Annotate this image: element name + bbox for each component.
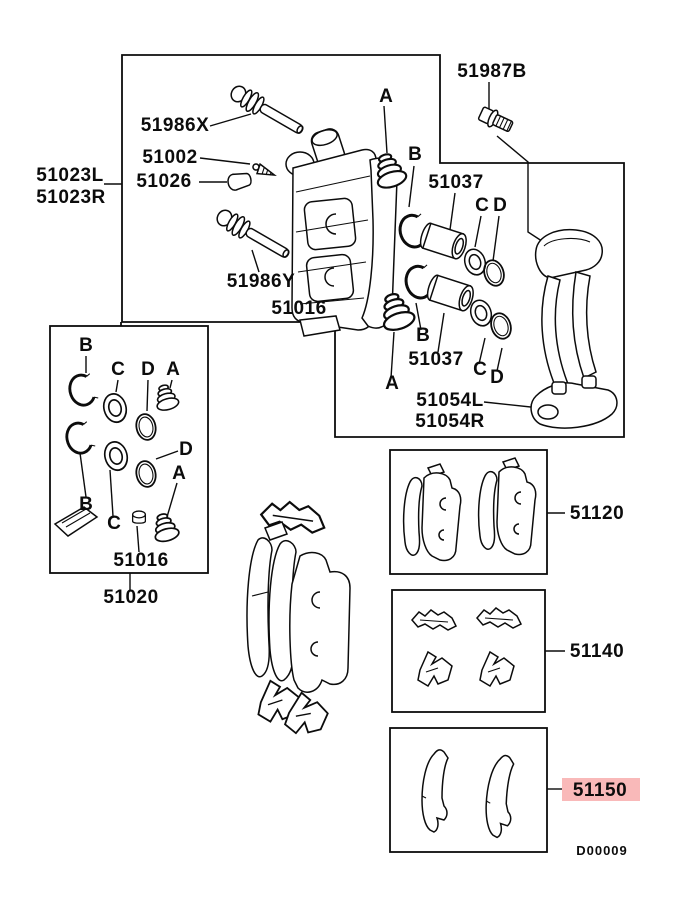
bracket-bolt-drawing [477,106,514,133]
piston-bottom-drawing [426,274,474,312]
grease-packet-drawing [53,506,99,537]
kit-ref-letter-b2: B [79,494,93,515]
kit-ref-letter-d1: D [141,359,155,380]
guide-pin-upper-drawing [226,80,309,141]
pad-stack-drawing [246,499,351,739]
label-hardware-kit[interactable]: 51140 [570,641,624,662]
label-caliper-left[interactable]: 51023L [36,165,103,186]
seal-kit-contents-drawing [53,370,182,545]
drawing-code: D00009 [576,843,628,858]
seal-kit-box [49,325,209,574]
label-bleeder-cap[interactable]: 51026 [136,171,191,192]
label-bracket-bolt[interactable]: 51987B [457,61,527,82]
label-seal-kit-cap[interactable]: 51016 [113,550,168,571]
seal-kit-cap-drawing [131,510,147,524]
bleeder-screw-drawing [252,162,277,177]
label-seal-kit[interactable]: 51020 [103,587,158,608]
kit-ref-letter-a2: A [172,463,186,484]
kit-ref-letter-b1: B [79,335,93,356]
caliper-assembly-box [121,54,625,438]
label-pad-set[interactable]: 51120 [570,503,624,524]
label-bleeder-screw[interactable]: 51002 [142,147,197,168]
pad-set-box [389,449,548,575]
caliper-bracket-drawing [530,228,618,429]
shim-kit-box [389,727,548,853]
piston-top-drawing [419,222,467,260]
label-cap-upper[interactable]: 51016 [271,298,326,319]
label-guide-pin-upper[interactable]: 51986X [141,115,210,136]
shim-kit-contents-drawing [421,749,515,839]
label-piston-lower[interactable]: 51037 [408,349,463,370]
label-shim-kit-highlighted[interactable]: 51150 [573,780,627,801]
ref-letter-a-mid: A [385,373,399,394]
kit-ref-letter-c2: C [107,513,121,534]
ref-letter-c-top: C [475,195,489,216]
label-piston-upper[interactable]: 51037 [428,172,483,193]
caliper-body-drawing [285,128,398,337]
hardware-kit-contents-drawing [411,607,522,687]
kit-ref-letter-d2: D [179,439,193,460]
highlight-box [562,778,640,801]
ref-letter-d-mid: D [490,367,504,388]
ref-letter-a-top: A [379,86,393,107]
ref-letter-c-mid: C [473,359,487,380]
pad-set-contents-drawing [402,457,537,562]
kit-ref-letter-a1: A [166,359,180,380]
label-guide-pin-lower[interactable]: 51986Y [227,271,296,292]
label-bracket-right[interactable]: 51054R [415,411,485,432]
ref-letter-b-mid: B [416,325,430,346]
kit-ref-letter-c1: C [111,359,125,380]
hardware-kit-box [391,589,546,713]
bleeder-cap-drawing [227,172,252,191]
ref-letter-b-top: B [408,144,422,165]
label-caliper-right[interactable]: 51023R [36,187,106,208]
ref-letter-d-top: D [493,195,507,216]
label-bracket-left[interactable]: 51054L [416,390,483,411]
